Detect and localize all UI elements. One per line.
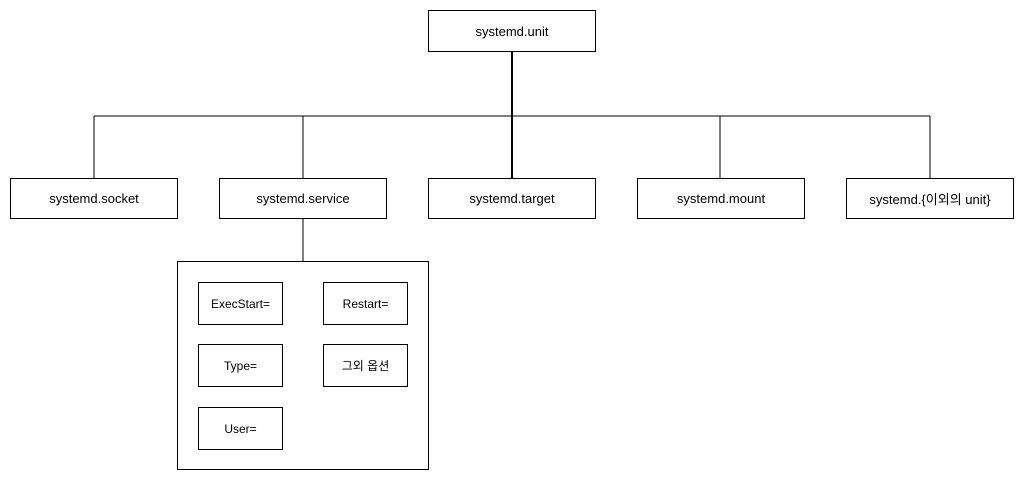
option-box-other-options: 그외 옵션: [323, 344, 408, 387]
option-label-user: User=: [224, 421, 257, 436]
option-box-restart: Restart=: [323, 282, 408, 325]
unit-label-service: systemd.service: [256, 191, 350, 206]
unit-box-mount: systemd.mount: [637, 178, 805, 219]
unit-label-socket: systemd.socket: [49, 191, 139, 206]
unit-label-other: systemd.{이외의 unit}: [869, 192, 991, 207]
root-unit-label: systemd.unit: [475, 23, 549, 39]
unit-box-socket: systemd.socket: [10, 178, 178, 219]
option-box-execstart: ExecStart=: [198, 282, 283, 325]
option-label-type: Type=: [223, 358, 258, 373]
option-box-type: Type=: [198, 344, 283, 387]
unit-box-service: systemd.service: [219, 178, 387, 219]
option-label-restart: Restart=: [342, 296, 389, 311]
unit-label-mount: systemd.mount: [676, 191, 766, 206]
option-label-execstart: ExecStart=: [210, 296, 271, 311]
option-label-other-options: 그외 옵션: [341, 359, 390, 373]
unit-box-other: systemd.{이외의 unit}: [846, 178, 1014, 219]
root-unit-box: systemd.unit: [428, 10, 596, 52]
unit-label-target: systemd.target: [469, 191, 555, 206]
option-box-user: User=: [198, 407, 283, 450]
unit-box-target: systemd.target: [428, 178, 596, 219]
